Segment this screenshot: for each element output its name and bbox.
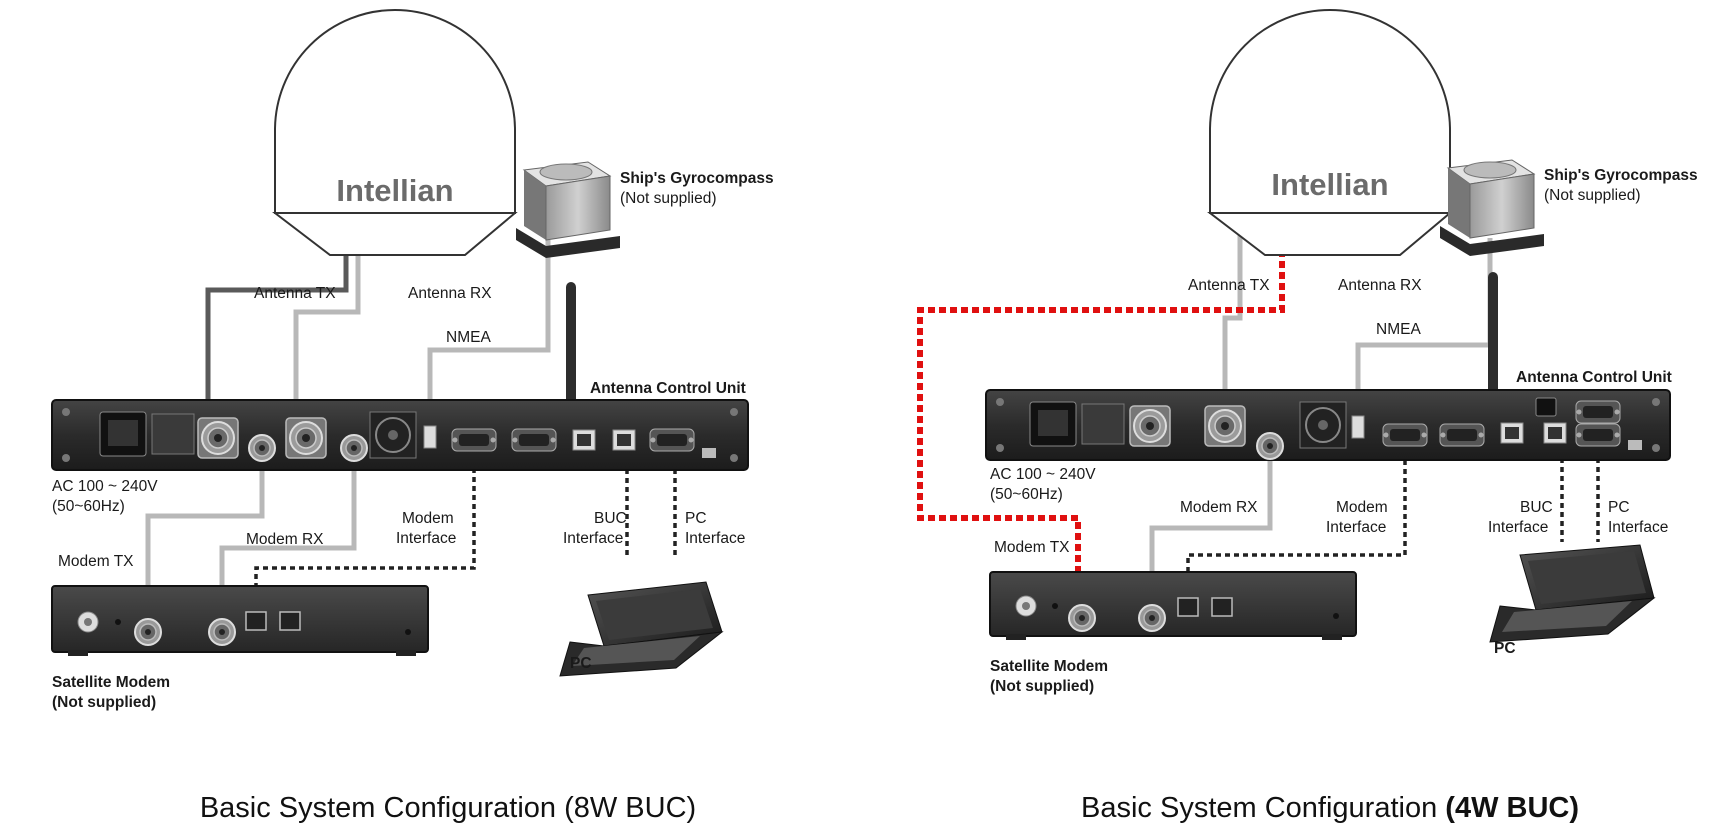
nmea-label: NMEA — [1376, 321, 1421, 338]
pc-interface-label: PC — [685, 510, 707, 527]
radome: Intellian — [272, 9, 518, 256]
ac-power-label: AC 100 ~ 240V — [990, 466, 1096, 483]
modem-rx-label: Modem RX — [246, 531, 324, 548]
diagram-4w-buc: Intellian Ship's Gyrocompass (Not suppli… — [917, 9, 1698, 824]
ac-frequency-label: (50~60Hz) — [990, 486, 1063, 503]
acu-title: Antenna Control Unit — [590, 380, 746, 397]
modem-interface-label: Modem — [402, 510, 454, 527]
gyrocompass — [1440, 159, 1544, 256]
antenna-rx-label: Antenna RX — [408, 285, 492, 302]
modem-interface-cable — [254, 450, 476, 612]
satellite-modem-title: Satellite Modem — [52, 674, 170, 691]
gyrocompass-note: (Not supplied) — [620, 190, 717, 207]
antenna-tx-label: Antenna TX — [254, 285, 336, 302]
modem-tx-label: Modem TX — [58, 553, 134, 570]
antenna-tx-cable — [205, 232, 349, 410]
modem-tx-cable — [145, 448, 265, 632]
wifi-antenna — [1488, 272, 1498, 402]
satellite-modem-note: (Not supplied) — [52, 694, 156, 711]
nmea-cable — [427, 240, 551, 430]
modem-interface-label-2: Interface — [1326, 519, 1386, 536]
caption-8w: Basic System Configuration (8W BUC) — [200, 792, 696, 824]
nmea-label: NMEA — [446, 329, 491, 346]
buc-interface-label: BUC — [1520, 499, 1553, 516]
pc-laptop — [1489, 544, 1656, 643]
radome-brand: Intellian — [1271, 167, 1388, 202]
antenna-control-unit — [51, 399, 749, 471]
modem-tx-label: Modem TX — [994, 539, 1070, 556]
antenna-rx-label: Antenna RX — [1338, 277, 1422, 294]
pc-interface-label-2: Interface — [685, 530, 745, 547]
pc-interface-label-2: Interface — [1608, 519, 1668, 536]
diagram-8w-buc: Intellian Ship's Gyrocompass (Not suppli… — [51, 9, 774, 824]
satellite-modem-note: (Not supplied) — [990, 678, 1094, 695]
buc-interface-label-2: Interface — [563, 530, 623, 547]
caption-4w: Basic System Configuration (4W BUC) — [1081, 792, 1579, 824]
ac-frequency-label: (50~60Hz) — [52, 498, 125, 515]
satellite-modem-title: Satellite Modem — [990, 658, 1108, 675]
radome: Intellian — [1207, 9, 1453, 256]
antenna-rx-cable — [293, 232, 361, 410]
antenna-rx-cable — [1222, 232, 1243, 405]
buc-interface-label-2: Interface — [1488, 519, 1548, 536]
antenna-control-unit — [985, 389, 1671, 461]
modem-interface-label-2: Interface — [396, 530, 456, 547]
gyrocompass-title: Ship's Gyrocompass — [620, 170, 774, 187]
modem-rx-label: Modem RX — [1180, 499, 1258, 516]
pc-label: PC — [1494, 640, 1516, 657]
antenna-tx-label: Antenna TX — [1188, 277, 1270, 294]
antenna-tx-highlight-cable — [917, 250, 1285, 612]
ac-power-label: AC 100 ~ 240V — [52, 478, 158, 495]
pc-interface-label: PC — [1608, 499, 1630, 516]
pc-label: PC — [570, 655, 592, 672]
satellite-modem — [989, 571, 1357, 640]
buc-interface-label: BUC — [594, 510, 627, 527]
satellite-modem — [51, 585, 429, 656]
gyrocompass — [516, 161, 620, 258]
wifi-antenna — [566, 282, 576, 410]
radome-brand: Intellian — [336, 173, 453, 208]
gyrocompass-note: (Not supplied) — [1544, 187, 1641, 204]
gyrocompass-title: Ship's Gyrocompass — [1544, 167, 1698, 184]
acu-title: Antenna Control Unit — [1516, 369, 1672, 386]
modem-interface-label: Modem — [1336, 499, 1388, 516]
pc-laptop — [559, 581, 724, 677]
